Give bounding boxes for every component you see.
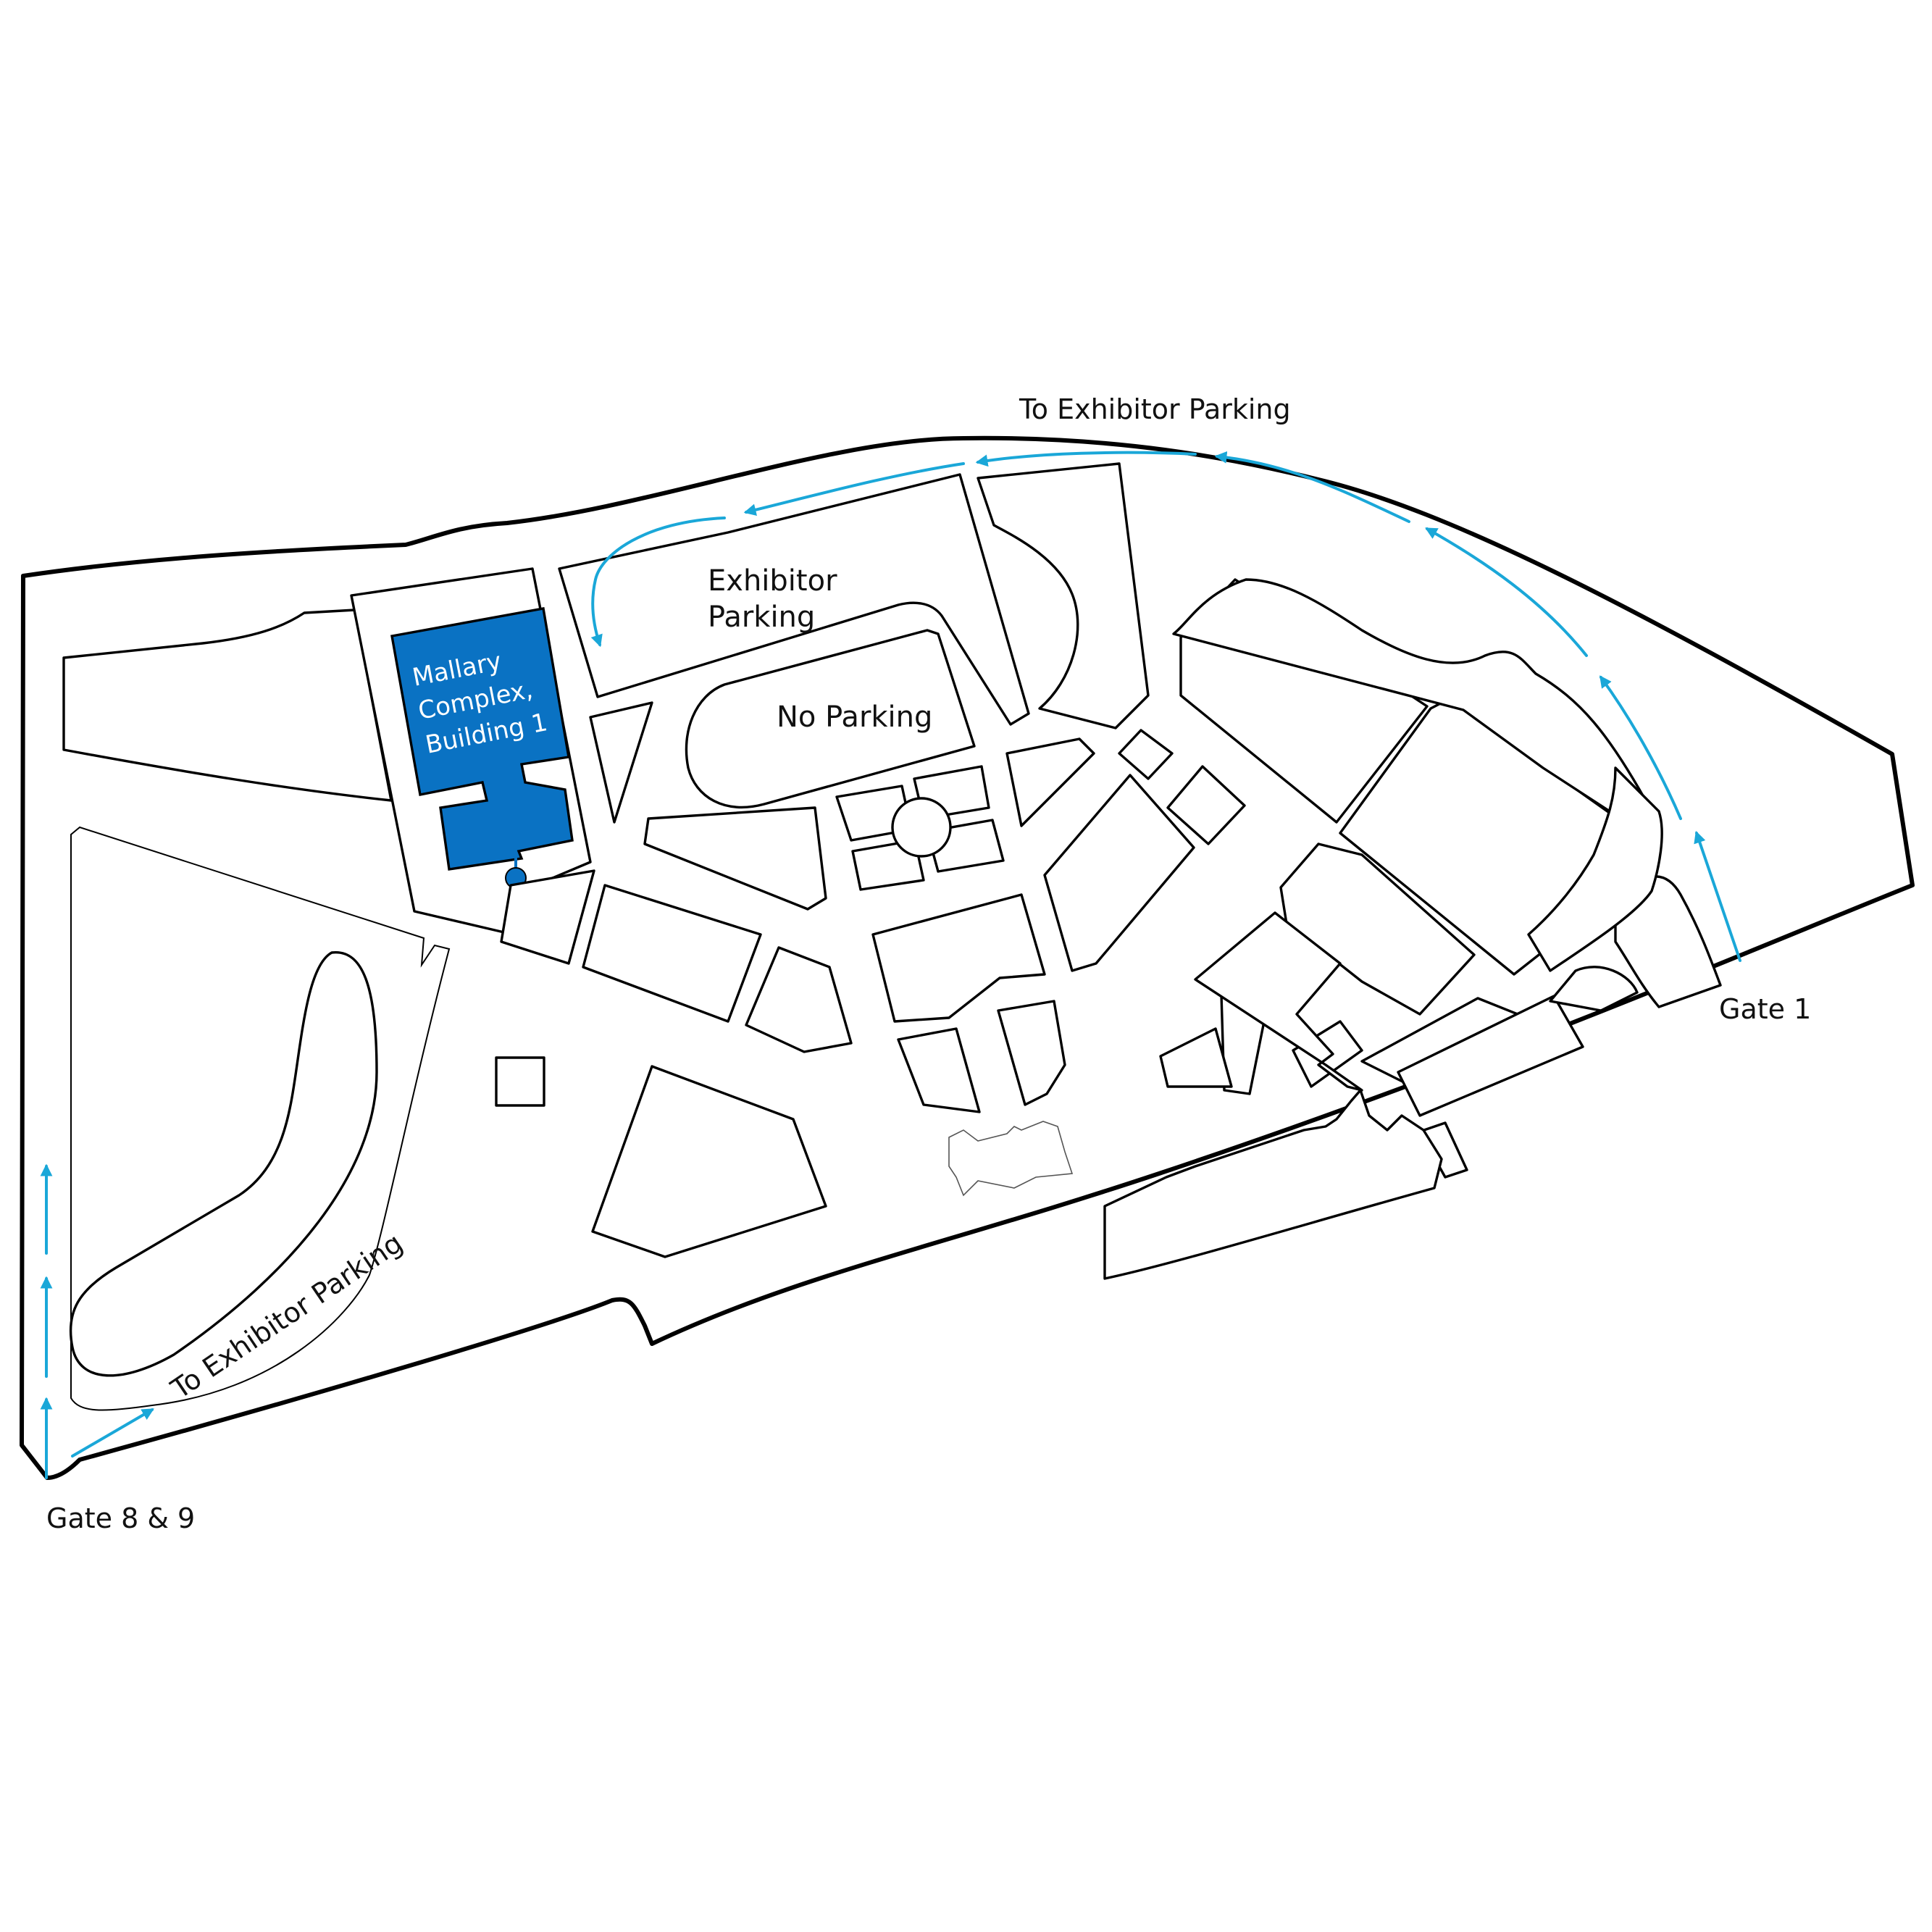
route-top-curve-down <box>590 517 726 648</box>
crescent-building <box>977 462 1150 729</box>
building-f <box>871 893 1046 1023</box>
faint-outline-building <box>948 1121 1074 1197</box>
triangle-lot <box>589 701 653 824</box>
route-gate-1-curve-2 <box>1425 527 1588 657</box>
curved-building <box>643 806 827 911</box>
building-a <box>500 869 595 965</box>
building-aa <box>1527 766 1663 972</box>
building-b <box>495 1056 545 1107</box>
oval-track <box>69 951 378 1377</box>
mallary-complex-building-1[interactable]: Mallary Complex, Building 1 <box>390 607 574 889</box>
label-gate-1: Gate 1 <box>1719 993 1811 1025</box>
building-p <box>1279 842 1476 1016</box>
center-plaza <box>835 765 1005 891</box>
left-upper-parcel <box>62 609 393 802</box>
label-gate-8-9: Gate 8 & 9 <box>46 1502 195 1534</box>
building-c <box>582 884 762 1023</box>
building-v <box>1397 995 1584 1117</box>
route-top-3 <box>743 462 965 516</box>
building-o <box>1172 578 1653 816</box>
no-parking-area <box>685 629 976 809</box>
building-i <box>1043 774 1195 972</box>
label-exhibitor-parking-line1: Exhibitor <box>708 564 837 598</box>
building-l <box>591 1065 827 1258</box>
exhibitor-parking-lot <box>558 473 1030 726</box>
label-no-parking: No Parking <box>777 701 932 734</box>
building-x <box>1103 1089 1443 1280</box>
plaza-circle <box>891 797 952 858</box>
mallary-building-shape[interactable] <box>390 607 574 871</box>
building-s <box>1159 1027 1233 1088</box>
building-y <box>1549 966 1639 1012</box>
building-t <box>1194 911 1363 1092</box>
route-top-1 <box>1214 451 1410 523</box>
route-gate-8-9-diagonal <box>71 1408 154 1458</box>
building-h <box>997 1000 1066 1106</box>
route-arrows <box>40 451 1741 1479</box>
route-top-2 <box>975 451 1197 467</box>
building-k <box>1166 765 1246 845</box>
label-exhibitor-parking-line2: Parking <box>708 601 815 634</box>
route-gate-1-curve-1 <box>1599 675 1682 820</box>
label-to-exhibitor-parking-top: To Exhibitor Parking <box>1019 393 1291 425</box>
building-j <box>1118 729 1174 780</box>
building-d <box>745 946 853 1053</box>
building-e <box>1005 737 1095 827</box>
building-g <box>897 1027 981 1113</box>
route-gate-1-up <box>1694 830 1741 962</box>
